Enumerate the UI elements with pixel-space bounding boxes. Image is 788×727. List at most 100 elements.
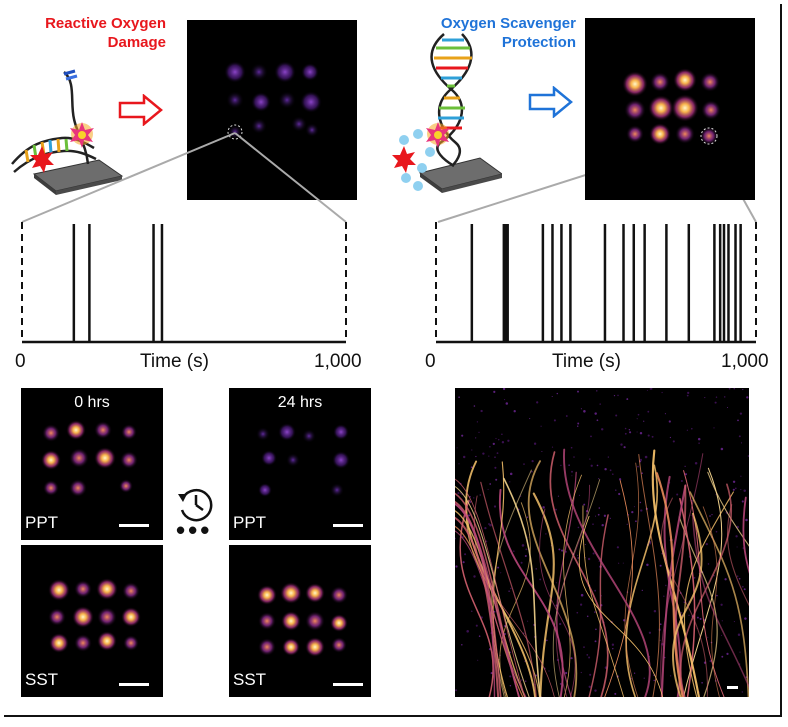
title-oxygen-scavenger: Oxygen Scavenger Protection: [400, 14, 576, 52]
title-reactive-oxygen: Reactive Oxygen Damage: [14, 14, 166, 52]
trace-right-axis-start: 0: [425, 351, 436, 372]
title-oxygen-scavenger-line1: Oxygen Scavenger: [440, 15, 576, 32]
filament-fiber: [539, 508, 576, 697]
filament-fiber: [492, 461, 509, 697]
protected-spots-image: [622, 68, 721, 145]
filament-fiber: [683, 467, 723, 697]
sst-0hrs-spots: [48, 578, 141, 653]
filament-fiber-left: [455, 530, 527, 697]
dna-protected-illustration: [392, 33, 502, 193]
dna-helix-strand-a: [430, 33, 464, 168]
filament-fiber: [679, 483, 733, 697]
filament-fiber: [683, 470, 725, 697]
figure-frame: [4, 4, 782, 717]
filament-fiber-left: [455, 500, 502, 697]
zoom-line-left-a: [21, 132, 236, 223]
scalebar-sst-0hrs: [119, 683, 149, 686]
filament-fiber: [555, 484, 591, 697]
selected-spot-marker-right: [700, 127, 718, 145]
filament-fiber: [638, 454, 660, 697]
filament-fiber: [660, 497, 709, 697]
image-panel-damaged: [187, 20, 357, 200]
ellipsis-dots: •••: [176, 515, 213, 545]
panel-ppt-0hrs: 0 hrs PPT: [21, 388, 163, 540]
dna-helix-base-pairs: [434, 38, 472, 130]
filament-fiber: [578, 515, 663, 697]
filament-fiber: [683, 491, 734, 697]
filament-fiber: [503, 477, 542, 697]
fluorophore-star-icon: [70, 122, 94, 148]
image-panel-protected: [585, 18, 755, 200]
fluorophore-star-icon-right: [426, 122, 450, 148]
filament-fiber: [702, 506, 721, 697]
label-0-hrs: 0 hrs: [74, 394, 110, 411]
sst-0hrs-spot-group: [48, 578, 141, 653]
filament-fiber: [742, 496, 749, 574]
sst-24hrs-spot-group: [257, 582, 348, 657]
filament-fiber: [588, 514, 609, 697]
scalebar-filaments: [727, 686, 738, 689]
trace-left-axis-end: 1,000: [314, 351, 362, 372]
ppt-0hrs-spots: [41, 420, 138, 497]
filament-fiber: [549, 451, 609, 697]
label-24-hrs: 24 hrs: [277, 394, 323, 411]
panel-sst-0hrs: SST: [21, 545, 163, 697]
filament-fiber-left: [455, 485, 530, 697]
label-ppt-0hrs: PPT: [25, 513, 59, 532]
filament-fiber: [691, 514, 749, 689]
filament-image: [455, 388, 749, 697]
filament-fiber: [563, 448, 651, 697]
trace-right: [435, 222, 757, 344]
panel-ppt-24hrs: 24 hrs PPT: [229, 388, 371, 540]
dna-strand-lying-2: [13, 149, 97, 173]
filament-fiber-left: [455, 503, 496, 697]
dna-helix-strand-b: [437, 33, 473, 167]
filament-fiber: [480, 481, 537, 697]
filament-fiber: [655, 472, 684, 697]
blue-arrow-icon: [528, 86, 573, 118]
scavenger-bubbles: [399, 129, 435, 191]
filament-fiber: [527, 460, 578, 697]
filament-fiber: [604, 480, 633, 697]
trace-left-axis-start: 0: [15, 351, 26, 372]
ppt-0hrs-spot-group: [41, 420, 138, 497]
panel-filaments: [455, 388, 749, 697]
selected-spot-marker: [227, 124, 243, 140]
filament-fiber: [660, 484, 687, 697]
trace-left-xlabel: Time (s): [140, 351, 209, 372]
scalebar-sst-24hrs: [333, 683, 363, 686]
dna-damage-illustration: [11, 69, 124, 195]
filament-fiber: [563, 474, 582, 697]
damaged-spots-image: [224, 61, 322, 140]
dna-base-blue-2: [65, 74, 78, 81]
ppt-24hrs-spots: [256, 423, 350, 497]
filament-fibers: [455, 448, 749, 697]
filament-fiber: [689, 491, 749, 697]
title-reactive-oxygen-line2: Damage: [107, 34, 166, 51]
label-ppt-24hrs: PPT: [233, 513, 267, 532]
trace-right-axis-end: 1,000: [721, 351, 769, 372]
zoom-line-left-b: [234, 132, 347, 223]
scalebar-ppt-24hrs: [333, 524, 363, 527]
surface-slab-side: [56, 176, 122, 195]
dna-base-blue: [63, 69, 76, 76]
surface-slab-right-edge: [420, 173, 442, 193]
filament-fiber: [459, 499, 494, 697]
filament-fiber: [707, 471, 749, 547]
dna-strand-upright: [63, 71, 90, 165]
trace-left-events: [72, 224, 164, 342]
scalebar-ppt-0hrs: [119, 524, 149, 527]
clock-history-icon: [178, 488, 213, 522]
sst-24hrs-spots: [257, 582, 348, 657]
filament-fiber-left: [455, 516, 500, 697]
damaged-spots: [224, 61, 322, 139]
title-oxygen-scavenger-line2: Protection: [501, 34, 576, 51]
ppt-24hrs-spot-group: [256, 423, 350, 497]
surface-slab-right-side: [442, 174, 502, 193]
filament-fiber-left: [455, 478, 526, 697]
red-arrow-icon: [118, 94, 163, 126]
filament-fiber: [678, 516, 718, 697]
filament-fiber: [625, 464, 659, 697]
label-sst-24hrs: SST: [233, 670, 267, 689]
filament-fiber: [465, 500, 540, 697]
